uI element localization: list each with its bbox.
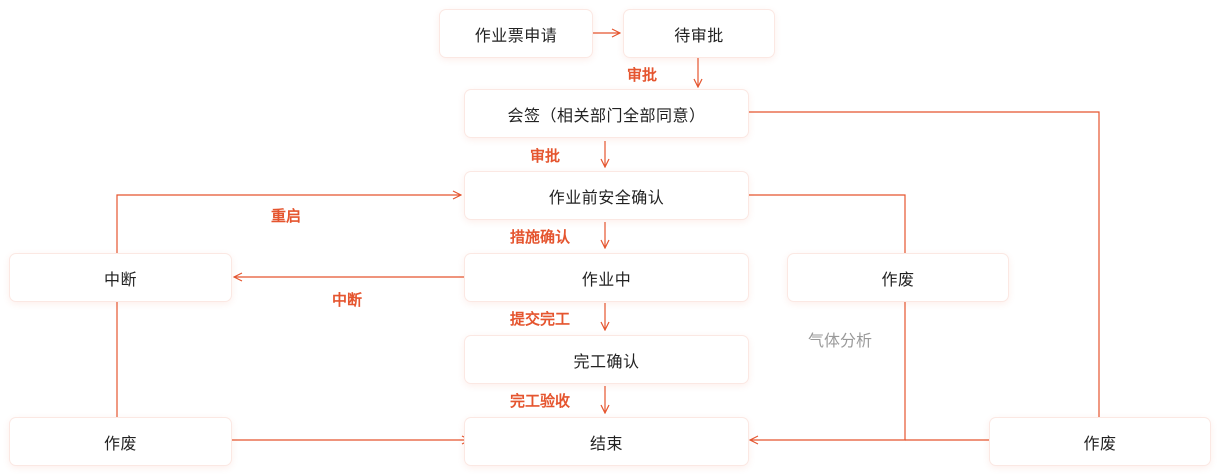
node-void-left-label: 作废	[103, 435, 137, 453]
node-countersign-label: 会签（相关部门全部同意）	[507, 107, 706, 125]
node-safety-label: 作业前安全确认	[548, 189, 665, 207]
node-end-label: 结束	[589, 435, 623, 453]
node-complete-confirm-label: 完工确认	[573, 353, 640, 371]
node-working: 作业中	[465, 254, 748, 301]
node-pending-label: 待审批	[674, 27, 724, 45]
node-end: 结束	[465, 418, 748, 465]
edge-restart	[116, 195, 461, 254]
node-apply: 作业票申请	[440, 10, 592, 57]
edge-safety-to-void-mid	[748, 194, 906, 254]
node-void-right: 作废	[990, 418, 1210, 465]
edge-label-submit-complete: 提交完工	[510, 311, 571, 328]
node-void-mid: 作废	[788, 254, 1008, 301]
edge-label-approve-2: 审批	[530, 148, 561, 165]
node-void-mid-label: 作废	[881, 271, 915, 289]
edge-label-interrupt: 中断	[332, 292, 363, 309]
edge-label-restart: 重启	[271, 208, 302, 225]
node-pending: 待审批	[624, 10, 774, 57]
node-interrupt: 中断	[10, 254, 231, 301]
edge-label-acceptance: 完工验收	[510, 393, 571, 410]
node-void-left: 作废	[10, 418, 231, 465]
node-safety: 作业前安全确认	[465, 172, 748, 219]
node-interrupt-label: 中断	[103, 271, 137, 289]
node-working-label: 作业中	[581, 271, 632, 289]
edge-label-approve-1: 审批	[627, 67, 658, 84]
edge-label-gas-analysis: 气体分析	[808, 333, 873, 350]
edge-void-mid-to-end	[750, 301, 906, 440]
node-complete-confirm: 完工确认	[465, 336, 748, 383]
node-countersign: 会签（相关部门全部同意）	[465, 90, 748, 137]
node-apply-label: 作业票申请	[474, 27, 558, 45]
node-void-right-label: 作废	[1083, 435, 1117, 453]
edge-countersign-to-void-right	[748, 111, 1100, 418]
edge-label-measure-confirm: 措施确认	[510, 229, 571, 246]
